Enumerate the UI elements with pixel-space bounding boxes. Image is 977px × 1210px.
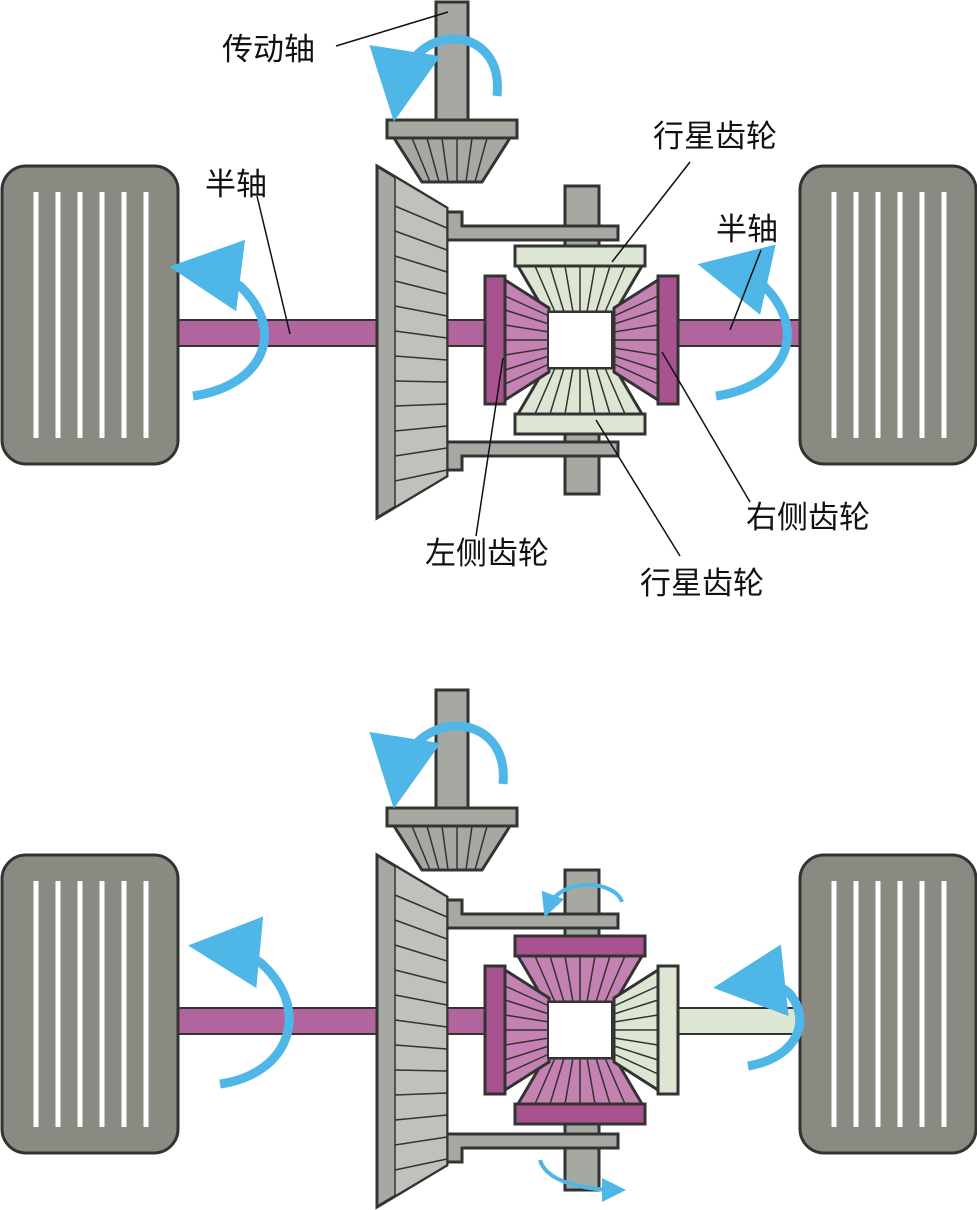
- pinion-gear: [385, 806, 519, 872]
- right-half-shaft: [659, 1007, 807, 1035]
- label-half-shaft-left: 半轴: [205, 167, 267, 203]
- drive-shaft: [434, 688, 470, 814]
- carrier-window: [547, 1001, 613, 1059]
- rotation-arrow-icon: [369, 721, 508, 809]
- label-left-side-gear: 左侧齿轮: [425, 536, 549, 572]
- right-tire: [800, 855, 976, 1153]
- label-planet-gear-top: 行星齿轮: [653, 119, 777, 155]
- rotation-arrow-icon: [538, 1159, 626, 1202]
- rotation-arrow-icon: [169, 239, 269, 401]
- left-tire: [2, 166, 178, 464]
- rotation-arrow-icon: [369, 34, 502, 122]
- label-planet-gear-bottom: 行星齿轮: [640, 566, 764, 602]
- left-half-shaft: [169, 1007, 501, 1035]
- label-half-shaft-right: 半轴: [716, 212, 778, 248]
- pinion-gear: [385, 118, 519, 184]
- label-right-side-gear: 右侧齿轮: [746, 500, 870, 536]
- label-drive-shaft: 传动轴: [222, 32, 315, 68]
- drive-shaft: [434, 0, 470, 124]
- ring-gear: [375, 164, 449, 520]
- left-tire: [2, 855, 178, 1153]
- diagram-turning: [2, 688, 976, 1209]
- carrier-window: [547, 311, 613, 369]
- diagram-straight: 传动轴 半轴 行星齿轮 半轴 右侧齿轮 左侧齿轮 行星齿轮: [2, 0, 976, 602]
- rotation-arrow-icon: [697, 244, 792, 401]
- rotation-arrow-icon: [713, 944, 805, 1071]
- right-tire: [800, 166, 976, 464]
- left-half-shaft: [169, 319, 501, 347]
- ring-gear: [375, 853, 449, 1209]
- rotation-arrow-icon: [541, 882, 624, 918]
- rotation-arrow-icon: [188, 916, 294, 1089]
